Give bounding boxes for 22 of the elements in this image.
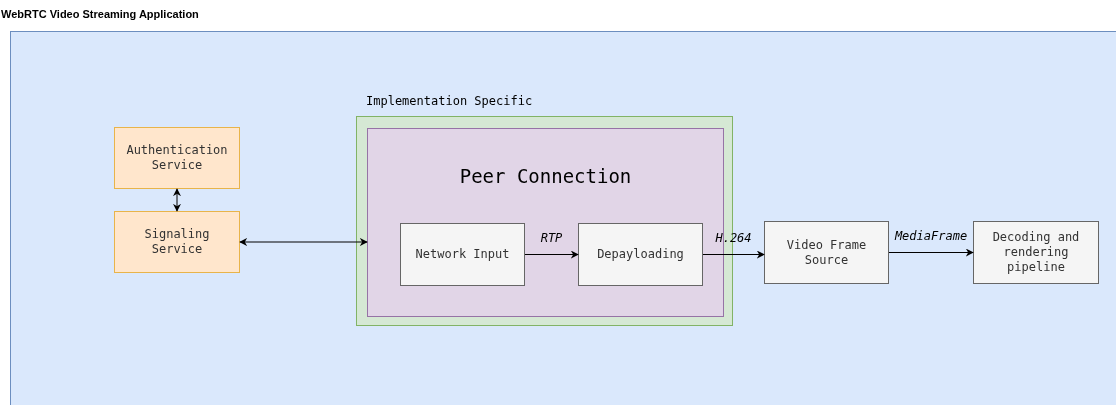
service-box bbox=[114, 127, 240, 189]
arrow bbox=[524, 250, 579, 259]
process-box bbox=[400, 223, 525, 286]
box-label: Depayloading bbox=[596, 247, 685, 262]
process-box bbox=[764, 221, 889, 284]
box-label: Authentication Service bbox=[125, 143, 229, 173]
edge-label: RTP bbox=[540, 230, 563, 245]
arrow bbox=[702, 250, 765, 259]
edge-label: MediaFrame bbox=[894, 228, 968, 243]
process-box bbox=[578, 223, 703, 286]
arrow bbox=[239, 238, 368, 246]
box-label: Signaling Service bbox=[143, 227, 211, 257]
arrow bbox=[173, 188, 181, 212]
box-label: Network Input bbox=[414, 247, 511, 262]
container-heading: WebRTC Video Streaming Application bbox=[1, 7, 199, 22]
process-box bbox=[973, 221, 1099, 284]
service-box bbox=[114, 211, 240, 273]
container-heading: Implementation Specific bbox=[366, 94, 533, 109]
container-title: Peer Connection bbox=[458, 165, 633, 187]
box-label: Video Frame Source bbox=[785, 237, 868, 268]
box-label: Decoding and rendering pipeline bbox=[991, 230, 1081, 275]
arrow bbox=[888, 248, 974, 257]
